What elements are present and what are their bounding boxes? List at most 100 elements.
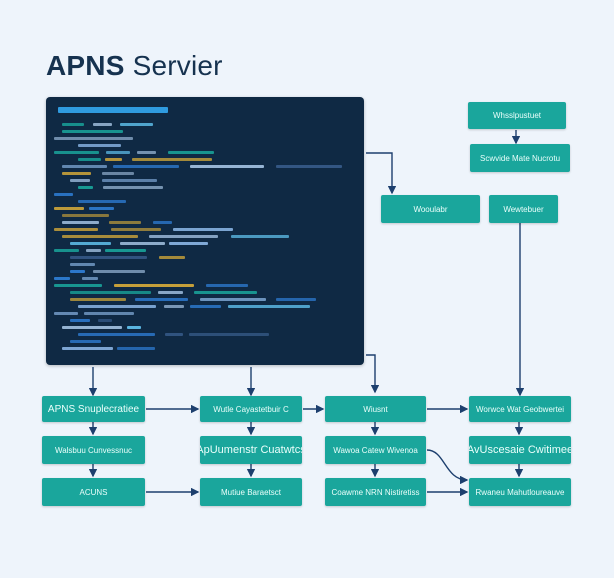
code-line-segment bbox=[109, 221, 141, 224]
code-line-segment bbox=[164, 305, 184, 308]
code-line-segment bbox=[137, 151, 156, 154]
code-line-segment bbox=[93, 123, 112, 126]
code-line-segment bbox=[70, 179, 90, 182]
code-line-segment bbox=[111, 228, 161, 231]
code-line-segment bbox=[62, 165, 107, 168]
code-header-highlight bbox=[58, 107, 168, 113]
edge-code-to-mid-left bbox=[366, 152, 397, 195]
code-line-segment bbox=[70, 340, 101, 343]
code-line-segment bbox=[120, 242, 165, 245]
code-line-segment bbox=[62, 172, 91, 175]
code-line-segment bbox=[102, 172, 134, 175]
code-line-segment bbox=[62, 123, 84, 126]
code-line-segment bbox=[105, 158, 122, 161]
code-line-segment bbox=[62, 221, 99, 224]
code-line-segment bbox=[105, 249, 146, 252]
code-line-segment bbox=[70, 242, 111, 245]
code-line-segment bbox=[70, 256, 147, 259]
code-line-segment bbox=[70, 319, 90, 322]
code-line-segment bbox=[153, 221, 172, 224]
code-line-segment bbox=[120, 123, 153, 126]
node-r1c3: Wiusnt bbox=[325, 396, 426, 422]
code-line-segment bbox=[169, 242, 208, 245]
code-line-segment bbox=[54, 228, 98, 231]
node-mid-left: Wooulabr bbox=[381, 195, 480, 223]
code-line-segment bbox=[78, 333, 155, 336]
code-line-segment bbox=[84, 312, 134, 315]
code-line-segment bbox=[82, 277, 98, 280]
code-line-segment bbox=[135, 298, 188, 301]
code-line-segment bbox=[190, 165, 264, 168]
code-line-segment bbox=[54, 193, 73, 196]
code-line-segment bbox=[149, 235, 218, 238]
code-line-segment bbox=[62, 235, 138, 238]
code-line-segment bbox=[228, 305, 310, 308]
node-r1c4: Worwce Wat Geobwertei bbox=[469, 396, 571, 422]
code-line-segment bbox=[231, 235, 289, 238]
code-editor-panel bbox=[46, 97, 364, 365]
code-line-segment bbox=[70, 298, 126, 301]
code-line-segment bbox=[89, 207, 114, 210]
code-line-segment bbox=[78, 158, 101, 161]
code-line-segment bbox=[98, 319, 112, 322]
code-line-segment bbox=[189, 333, 269, 336]
code-line-segment bbox=[54, 207, 84, 210]
code-line-segment bbox=[62, 130, 123, 133]
code-line-segment bbox=[168, 151, 214, 154]
code-line-segment bbox=[165, 333, 183, 336]
code-line-segment bbox=[114, 284, 194, 287]
code-line-segment bbox=[158, 291, 183, 294]
title-rest: Servier bbox=[124, 50, 223, 81]
code-line-segment bbox=[276, 165, 342, 168]
code-line-segment bbox=[54, 137, 133, 140]
node-r2c2: ApUumenstr Cuatwtcs bbox=[200, 436, 302, 464]
code-line-segment bbox=[159, 256, 185, 259]
code-line-segment bbox=[70, 270, 85, 273]
node-r2c3: Wawoa Catew Wivenoa bbox=[325, 436, 426, 464]
code-line-segment bbox=[200, 298, 266, 301]
code-line-segment bbox=[194, 291, 257, 294]
code-line-segment bbox=[54, 284, 102, 287]
edge-code-to-r1c3 bbox=[366, 354, 380, 394]
code-line-segment bbox=[173, 228, 233, 231]
code-line-segment bbox=[78, 200, 126, 203]
node-r2c4: AvUscesaie Cwitimee bbox=[469, 436, 571, 464]
diagram-title: APNS Servier bbox=[46, 50, 223, 82]
code-line-segment bbox=[117, 347, 155, 350]
edge-r2c3-to-r3c4 bbox=[426, 449, 469, 485]
code-line-segment bbox=[54, 277, 70, 280]
node-r3c1: ACUNS bbox=[42, 478, 145, 506]
node-r2c1: Walsbuu Cunvessnuc bbox=[42, 436, 145, 464]
node-top-right-1: Whsslpustuet bbox=[468, 102, 566, 129]
node-r3c4: Rwaneu Mahutloureauve bbox=[469, 478, 571, 506]
code-line-segment bbox=[103, 186, 163, 189]
code-line-segment bbox=[190, 305, 221, 308]
code-line-segment bbox=[93, 270, 145, 273]
code-line-segment bbox=[206, 284, 248, 287]
code-line-segment bbox=[54, 151, 99, 154]
code-line-segment bbox=[62, 347, 113, 350]
code-line-segment bbox=[132, 158, 212, 161]
code-line-segment bbox=[113, 165, 179, 168]
node-r1c2: Wutle Cayastetbuir C bbox=[200, 396, 302, 422]
code-line-segment bbox=[86, 249, 101, 252]
node-mid-right: Wewtebuer bbox=[489, 195, 558, 223]
node-r3c3: Coawme NRN Nistiretiss bbox=[325, 478, 426, 506]
code-line-segment bbox=[106, 151, 130, 154]
code-line-segment bbox=[70, 291, 151, 294]
code-line-segment bbox=[70, 263, 95, 266]
node-r3c2: Mutiue Baraetsct bbox=[200, 478, 302, 506]
node-r1c1: APNS Snuplecratiee bbox=[42, 396, 145, 422]
code-line-segment bbox=[78, 305, 156, 308]
code-line-segment bbox=[276, 298, 316, 301]
code-line-segment bbox=[54, 249, 79, 252]
title-strong: APNS bbox=[46, 50, 125, 81]
code-line-segment bbox=[62, 214, 109, 217]
code-line-segment bbox=[54, 312, 78, 315]
code-line-segment bbox=[62, 326, 122, 329]
code-line-segment bbox=[127, 326, 141, 329]
code-line-segment bbox=[102, 179, 157, 182]
code-line-segment bbox=[78, 144, 121, 147]
node-top-right-2: Scwvide Mate Nucrotu bbox=[470, 144, 570, 172]
